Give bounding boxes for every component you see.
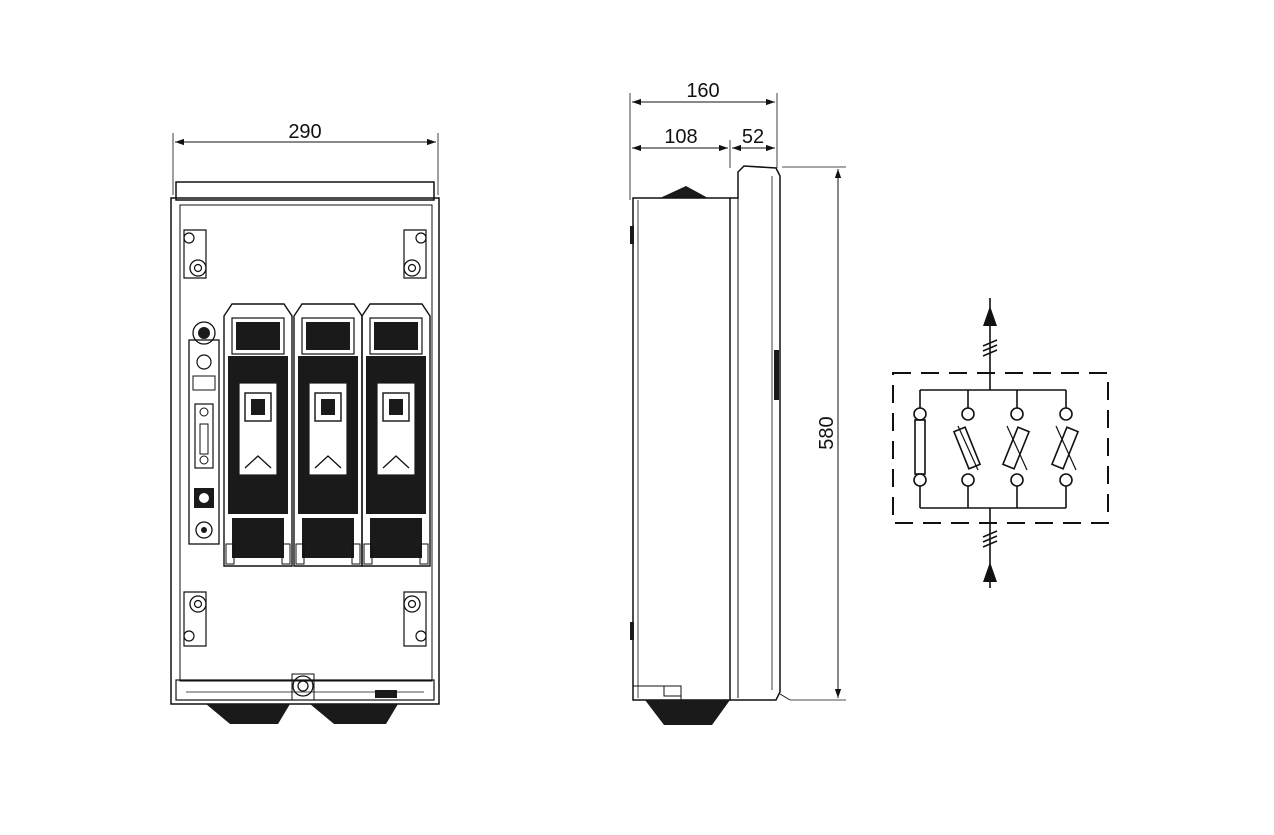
side-lid-depth-dimension: 52 <box>732 126 775 152</box>
schematic-fuse-3 <box>1050 390 1080 508</box>
neutral-link <box>188 321 220 545</box>
side-body-depth-dimension: 108 <box>632 126 731 168</box>
bracket-bottom-right <box>403 591 427 647</box>
fuse-unit-2 <box>293 303 363 567</box>
enclosure-front <box>170 181 440 705</box>
cable-glands <box>206 704 398 724</box>
side-lid-depth-label: 52 <box>742 126 764 148</box>
fuse-unit-3 <box>361 303 431 567</box>
front-width-dimension: 290 <box>172 121 439 195</box>
side-view: 160 108 52 <box>629 80 846 725</box>
front-width-label: 290 <box>288 121 321 143</box>
bracket-top-right <box>403 229 427 279</box>
height-dimension: 580 <box>782 166 846 701</box>
side-total-depth-dimension: 160 <box>629 80 778 200</box>
top-cable-hatch <box>982 339 998 357</box>
schematic-fuse-2 <box>1001 390 1031 508</box>
front-view: 290 <box>170 121 440 724</box>
bracket-bottom-left <box>183 591 207 647</box>
schematic-neutral <box>913 390 927 508</box>
schematic-fuse-1 <box>952 390 982 508</box>
circuit-schematic <box>892 298 1109 588</box>
bracket-top-left <box>183 229 207 279</box>
side-body-depth-label: 108 <box>664 126 697 148</box>
height-label: 580 <box>816 416 838 449</box>
side-total-depth-label: 160 <box>686 80 719 102</box>
bottom-cable-hatch <box>982 530 998 548</box>
fuse-unit-1 <box>223 303 293 567</box>
mounting-brackets <box>183 229 427 647</box>
enclosure-side <box>630 165 791 725</box>
fuse-units <box>223 303 431 567</box>
